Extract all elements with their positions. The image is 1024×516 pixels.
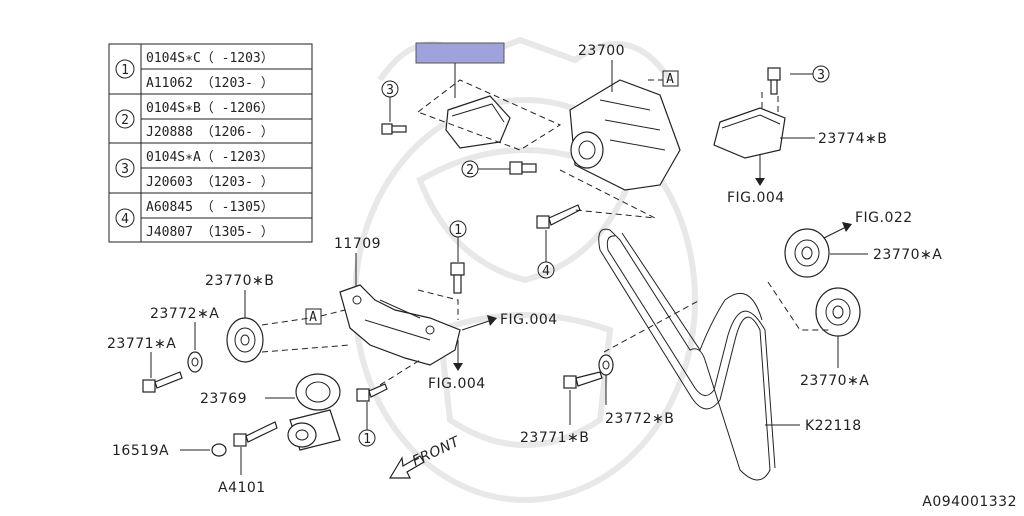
label-23771-b: 23771∗B bbox=[520, 430, 589, 446]
table-cell: 0104S∗A（ -1203） bbox=[146, 150, 274, 165]
label-23772-b: 23772∗B bbox=[605, 411, 674, 427]
table-cell: A60845 （ -1305） bbox=[146, 200, 274, 215]
belt-cover[interactable] bbox=[713, 107, 786, 159]
cap[interactable] bbox=[211, 443, 227, 457]
bolt[interactable] bbox=[356, 383, 388, 402]
fig-ref-004-low[interactable]: FIG.004 bbox=[428, 376, 486, 392]
bolt[interactable] bbox=[509, 161, 537, 175]
callout-1: 1 bbox=[363, 432, 371, 447]
callout-3: 3 bbox=[817, 68, 825, 83]
washer[interactable] bbox=[187, 351, 203, 373]
label-23700: 23700 bbox=[578, 43, 625, 59]
ref-box-a: A bbox=[666, 72, 674, 87]
table-cell: 0104S∗B（ -1206） bbox=[146, 101, 274, 116]
label-k22118: K22118 bbox=[805, 418, 862, 434]
table-cell: J40807 （1305- ） bbox=[146, 225, 274, 240]
label-23771-a: 23771∗A bbox=[107, 336, 176, 352]
idler-pulley-lower[interactable] bbox=[815, 287, 861, 337]
front-label: FRONT bbox=[410, 433, 463, 469]
callout-4: 4 bbox=[542, 264, 550, 279]
callout-2: 2 bbox=[466, 163, 474, 178]
label-23770-a-lower: 23770∗A bbox=[800, 373, 869, 389]
table-marker: 1 bbox=[121, 63, 129, 78]
label-16519a: 16519A bbox=[112, 443, 169, 459]
table-cell: J20603 （1203- ） bbox=[146, 175, 274, 190]
bolt[interactable] bbox=[142, 371, 183, 393]
front-arrow-icon bbox=[388, 455, 425, 479]
table-cell: J20888 （1206- ） bbox=[146, 125, 274, 140]
washer[interactable] bbox=[598, 354, 614, 376]
label-a4101: A4101 bbox=[218, 480, 266, 496]
table-marker: 4 bbox=[121, 212, 129, 227]
belt-tensioner[interactable] bbox=[287, 373, 341, 451]
label-23769: 23769 bbox=[200, 391, 247, 407]
alternator[interactable] bbox=[569, 79, 681, 191]
table-cell: 0104S∗C（ -1203） bbox=[146, 51, 274, 66]
bolt[interactable] bbox=[450, 262, 465, 294]
callout-1: 1 bbox=[454, 223, 462, 238]
idler-pulley-upper[interactable] bbox=[784, 228, 830, 278]
ref-box-a: A bbox=[309, 310, 317, 325]
alternator-cover[interactable] bbox=[445, 95, 511, 149]
label-23772-a: 23772∗A bbox=[150, 306, 219, 322]
tensioner-pulley[interactable] bbox=[226, 317, 264, 363]
bolt[interactable] bbox=[381, 123, 407, 135]
table-marker: 3 bbox=[121, 162, 129, 177]
label-11709: 11709 bbox=[334, 236, 381, 252]
callout-3: 3 bbox=[386, 83, 394, 98]
bolt[interactable] bbox=[233, 421, 278, 447]
table-cell: A11062 （1203- ） bbox=[146, 76, 274, 91]
long-bolt[interactable] bbox=[536, 204, 581, 229]
drive-belt[interactable] bbox=[598, 228, 776, 481]
fig-ref-004[interactable]: FIG.004 bbox=[727, 190, 785, 206]
reference-table: 1 2 3 4 0104S∗C（ -1203） A11062 （1203- ） … bbox=[108, 43, 313, 243]
highlighted-part-box[interactable] bbox=[415, 42, 505, 64]
label-23774-b: 23774∗B bbox=[818, 131, 887, 147]
label-23770-a-upper: 23770∗A bbox=[873, 247, 942, 263]
label-23770-b: 23770∗B bbox=[205, 273, 274, 289]
fig-ref-004-mid[interactable]: FIG.004 bbox=[500, 312, 558, 328]
diagram-id: A094001332 bbox=[922, 494, 1017, 510]
bolt[interactable] bbox=[563, 371, 603, 389]
bolt[interactable] bbox=[767, 67, 781, 95]
fig-ref-022[interactable]: FIG.022 bbox=[855, 210, 913, 226]
table-marker: 2 bbox=[121, 113, 129, 128]
